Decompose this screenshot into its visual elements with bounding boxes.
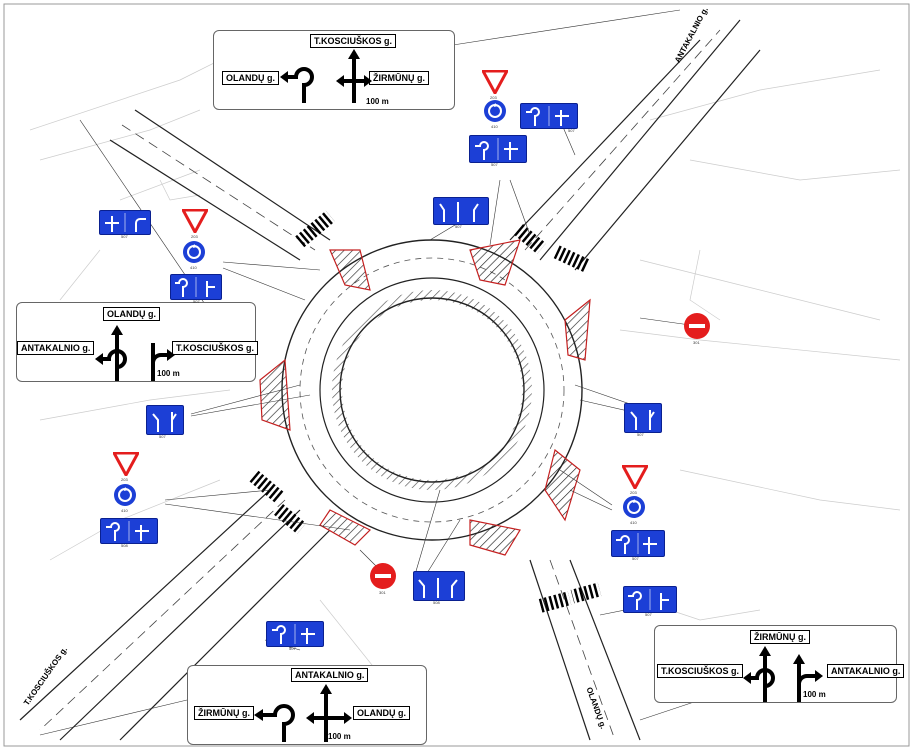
panel-bottom-right-label: OLANDŲ g. — [353, 706, 410, 720]
yield-code-southeast: 203 — [630, 490, 637, 495]
roundabout-sign-top — [484, 100, 506, 122]
roundabout-sign-southwest — [114, 484, 136, 506]
panel-top-arrows-icon — [280, 49, 372, 103]
lane-sign-southeast-a — [611, 530, 665, 557]
yield-sign-southwest-icon — [113, 452, 139, 476]
panel-top-distance: 100 m — [366, 97, 389, 106]
lane-code-southwest: 508 — [121, 543, 128, 548]
panel-top-left-label: OLANDŲ g. — [222, 71, 279, 85]
panel-right-distance: 100 m — [803, 690, 826, 699]
lane-arrows-icon — [475, 138, 518, 160]
yield-sign-top-icon — [482, 70, 508, 94]
direction-panel-top: T.KOSCIUŠKOS g. OLANDŲ g. ŽIRMŪNŲ g. 100… — [213, 30, 455, 110]
lane-arrows-icon — [526, 106, 569, 126]
yield-code-top: 203 — [490, 95, 497, 100]
panel-left-right-label: T.KOSCIUŠKOS g. — [172, 341, 259, 355]
roundabout-code-top: 410 — [491, 124, 498, 129]
panel-left-left-label: ANTAKALNIO g. — [17, 341, 95, 355]
no-entry-code-south: 301 — [379, 590, 386, 595]
lane-sign-south — [413, 571, 465, 601]
panel-right-arrows-icon — [743, 646, 823, 702]
no-entry-sign-east — [684, 313, 710, 339]
lane-sign-southeast-b — [623, 586, 677, 613]
lane-sign-left-a — [99, 210, 151, 235]
lane-code-southeast-a: 507 — [632, 556, 639, 561]
lane-sign-bottom — [266, 621, 324, 647]
lane-arrows-icon — [439, 202, 479, 222]
lane-arrows-icon — [105, 213, 146, 232]
lane-arrows-icon — [630, 410, 655, 430]
roundabout-sign-left — [183, 241, 205, 263]
lane-code-south: 508 — [433, 600, 440, 605]
direction-panel-bottom: ANTAKALNIO g. ŽIRMŪNŲ g. OLANDŲ g. 100 m — [187, 665, 427, 745]
panel-right-right-label: ANTAKALNIO g. — [827, 664, 905, 678]
panel-bottom-arrows-icon — [254, 684, 352, 742]
lane-code-top-a: 507 — [568, 128, 575, 133]
lane-arrows-icon — [106, 521, 149, 541]
roundabout-arrows-icon — [187, 244, 201, 259]
lane-code-left-a: 507 — [121, 234, 128, 239]
lane-sign-west — [146, 405, 184, 435]
lane-code-bottom: 507 — [289, 646, 296, 651]
roundabout-arrows-icon — [488, 103, 502, 118]
yield-sign-left-icon — [182, 209, 208, 233]
lane-arrows-icon — [616, 533, 657, 554]
lane-code-north: 507 — [455, 224, 462, 229]
yield-code-southwest: 203 — [121, 477, 128, 482]
direction-panel-left: OLANDŲ g. ANTAKALNIO g. T.KOSCIUŠKOS g. … — [16, 302, 259, 382]
lane-sign-north — [433, 197, 489, 225]
panel-bottom-center-label: ANTAKALNIO g. — [291, 668, 369, 682]
lane-sign-top-a — [520, 103, 578, 129]
lane-sign-top-b — [469, 135, 527, 163]
lane-sign-left-b — [170, 274, 222, 300]
panel-top-center-label: T.KOSCIUŠKOS g. — [310, 34, 397, 48]
lane-code-southeast-b: 507 — [645, 612, 652, 617]
panel-bottom-distance: 100 m — [328, 732, 351, 741]
yield-code-left: 203 — [191, 234, 198, 239]
panel-left-arrows-icon — [95, 325, 175, 381]
lane-code-west: 507 — [159, 434, 166, 439]
direction-panel-right: ŽIRMŪNŲ g. T.KOSCIUŠKOS g. ANTAKALNIO g.… — [654, 625, 905, 703]
roundabout-code-southwest: 410 — [121, 508, 128, 513]
roundabout-sign-southeast — [623, 496, 645, 518]
roundabout-code-left: 410 — [190, 265, 197, 270]
roundabout-arrows-icon — [118, 487, 132, 502]
lane-sign-east — [624, 403, 662, 433]
no-entry-code-east: 301 — [693, 340, 700, 345]
panel-left-center-label: OLANDŲ g. — [103, 307, 160, 321]
panel-right-left-label: T.KOSCIUŠKOS g. — [657, 664, 744, 678]
panel-top-right-label: ŽIRMŪNŲ g. — [369, 71, 429, 85]
no-entry-sign-south — [370, 563, 396, 589]
yield-sign-southeast-icon — [622, 465, 648, 489]
lane-arrows-icon — [418, 578, 458, 598]
panel-bottom-left-label: ŽIRMŪNŲ g. — [194, 706, 254, 720]
lane-arrows-icon — [152, 412, 177, 432]
lane-arrows-icon — [175, 277, 215, 297]
panel-right-center-label: ŽIRMŪNŲ g. — [750, 630, 810, 644]
roundabout-arrows-icon — [627, 499, 641, 514]
panel-left-distance: 100 m — [157, 369, 180, 378]
lane-code-left-b: 507 — [193, 299, 200, 304]
lane-code-top-b: 507 — [491, 162, 498, 167]
lane-arrows-icon — [628, 589, 669, 610]
lane-code-east: 507 — [637, 432, 644, 437]
lane-sign-southwest — [100, 518, 158, 544]
lane-arrows-icon — [272, 624, 315, 644]
roundabout-code-southeast: 410 — [630, 520, 637, 525]
